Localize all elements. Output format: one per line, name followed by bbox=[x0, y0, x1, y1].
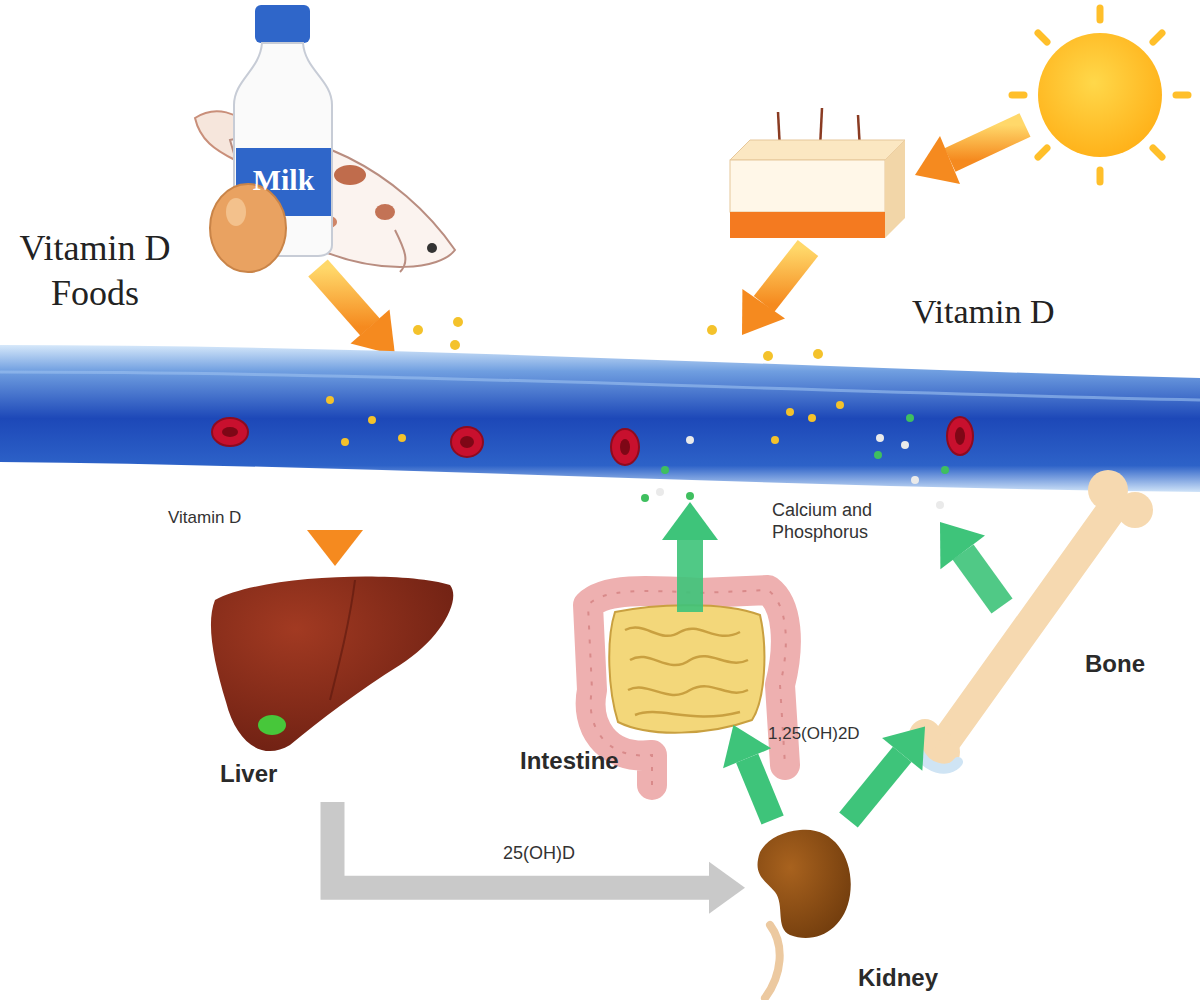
organ-label: Intestine bbox=[520, 747, 619, 776]
bone-blood-arrow bbox=[940, 522, 1002, 606]
bone-node: Bone bbox=[925, 470, 1150, 755]
connector-line bbox=[849, 754, 903, 820]
bloodstream bbox=[0, 345, 1200, 509]
green-arrow bbox=[849, 727, 926, 821]
liver-node: Liver bbox=[205, 570, 460, 802]
skin-arrow bbox=[742, 248, 808, 335]
sun-heading: Vitamin D bbox=[912, 292, 1054, 333]
liver-organ bbox=[211, 577, 453, 752]
bone-organ bbox=[909, 470, 1153, 772]
organ-label: Kidney bbox=[858, 964, 938, 993]
mineral-label: Calcium and Phosphorus bbox=[772, 500, 912, 543]
sun-arrow bbox=[915, 125, 1025, 184]
organ-label: Liver bbox=[220, 760, 277, 789]
vitamin-label: Vitamin D bbox=[168, 508, 241, 528]
connector-line bbox=[333, 802, 710, 888]
edge-label: 25(OH)D bbox=[500, 843, 578, 865]
hormone-label: 1,25(OH)2D bbox=[768, 724, 860, 744]
sun bbox=[1012, 8, 1188, 182]
organ-label: Bone bbox=[1085, 650, 1145, 679]
kidney-organ bbox=[758, 830, 851, 998]
liver-arrow bbox=[307, 492, 363, 566]
green-arrow bbox=[723, 725, 773, 820]
food-arrow bbox=[318, 268, 395, 355]
arrow-head bbox=[882, 727, 925, 771]
bottle-label: Milk bbox=[236, 162, 331, 198]
arrow-head bbox=[709, 862, 745, 914]
connector-line bbox=[747, 758, 772, 820]
egg bbox=[210, 184, 286, 272]
skin-block bbox=[730, 108, 905, 238]
arrow-head bbox=[723, 725, 771, 768]
grey-arrow bbox=[333, 802, 746, 914]
food-heading: Vitamin D Foods bbox=[5, 226, 185, 316]
intestine-blood-arrow bbox=[662, 502, 718, 612]
intestine-node: Intestine bbox=[515, 575, 795, 725]
kidney-node: Kidney bbox=[745, 820, 975, 998]
